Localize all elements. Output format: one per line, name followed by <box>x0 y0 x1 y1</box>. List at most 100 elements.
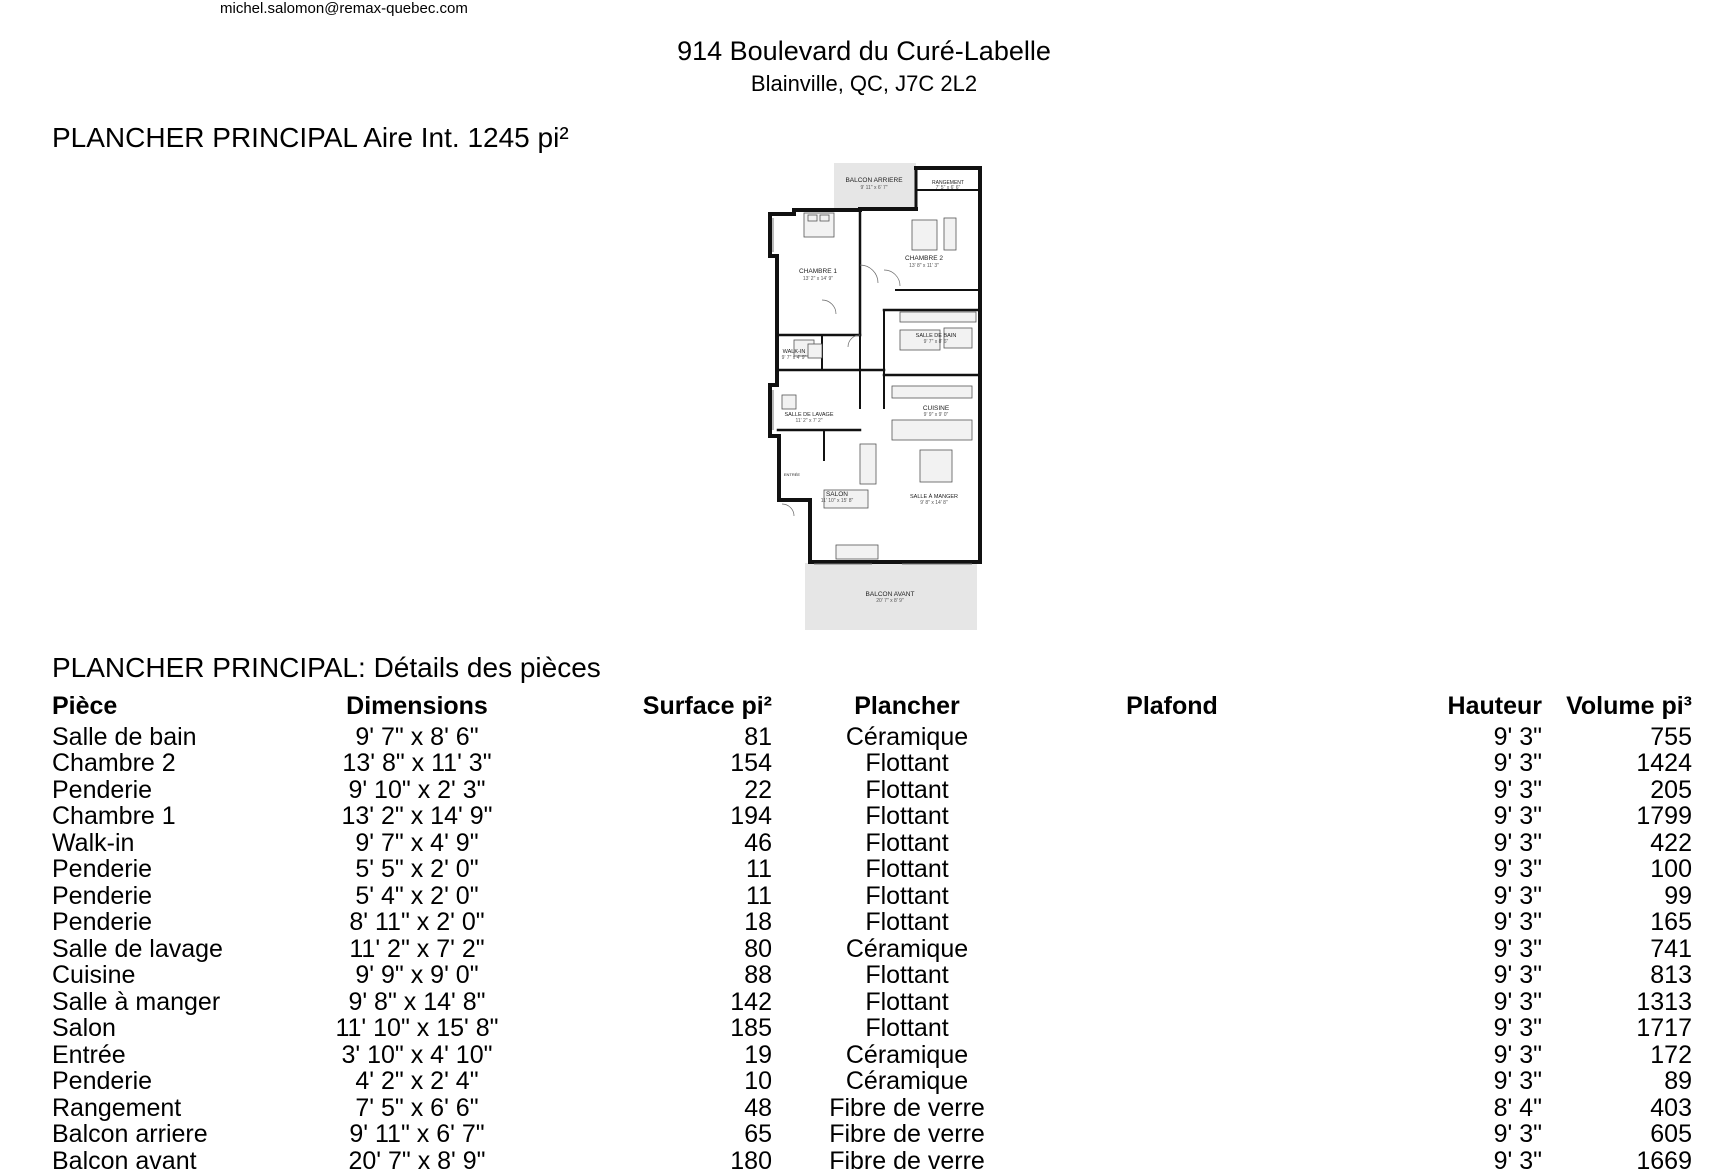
cell-hauteur: 9' 3" <box>1493 749 1542 777</box>
cell-volume: 205 <box>1650 775 1692 804</box>
cell-dimensions: 20' 7" x 8' 9" <box>348 1146 486 1175</box>
col-header-surface: Surface pi² <box>642 692 772 720</box>
plan-label-salle-de-lavage: SALLE DE LAVAGE <box>784 412 833 418</box>
cell-plafond <box>1042 724 1302 751</box>
cell-piece: Salle de lavage <box>52 934 223 963</box>
cell-plafond <box>1042 1095 1302 1122</box>
cell-surface: 22 <box>744 775 772 804</box>
cell-hauteur: 9' 3" <box>1493 881 1542 910</box>
cell-piece: Balcon avant <box>52 1146 197 1175</box>
cell-volume: 165 <box>1650 908 1692 936</box>
cell-volume: 1799 <box>1636 802 1692 830</box>
cell-volume: 1717 <box>1636 1014 1692 1042</box>
cell-plancher: Flottant <box>865 775 949 804</box>
cell-hauteur: 9' 3" <box>1493 1040 1542 1069</box>
col-header-hauteur: Hauteur <box>1447 692 1542 720</box>
cell-dimensions: 3' 10" x 4' 10" <box>341 1040 493 1069</box>
cell-hauteur: 9' 3" <box>1493 802 1542 830</box>
floor-area-heading: PLANCHER PRINCIPAL Aire Int. 1245 pi² <box>52 122 569 153</box>
col-header-piece: Pièce <box>52 692 118 720</box>
plan-label-salle-de-bain: SALLE DE BAIN <box>916 333 957 339</box>
cell-hauteur: 9' 3" <box>1493 934 1542 963</box>
plan-walls <box>768 166 982 564</box>
svg-text:9' 8" x 14' 8": 9' 8" x 14' 8" <box>920 500 948 506</box>
room-details-heading: PLANCHER PRINCIPAL: Détails des pièces <box>52 652 601 683</box>
cell-surface: 11 <box>746 855 772 883</box>
cell-plancher: Flottant <box>865 828 949 857</box>
cell-surface: 65 <box>744 1120 772 1148</box>
cell-plancher: Flottant <box>865 855 949 883</box>
cell-plafond <box>1042 1015 1302 1042</box>
svg-text:9' 7" x 8' 6": 9' 7" x 8' 6" <box>924 339 949 345</box>
cell-piece: Penderie <box>52 775 153 804</box>
cell-surface: 154 <box>730 749 772 777</box>
cell-plafond <box>1042 989 1302 1016</box>
cell-surface: 185 <box>730 1014 772 1042</box>
cell-plafond <box>1042 936 1302 963</box>
cell-plancher: Flottant <box>865 987 949 1016</box>
col-header-volume: Volume pi³ <box>1566 692 1692 720</box>
cell-volume: 741 <box>1650 934 1692 963</box>
cell-plafond <box>1042 750 1302 777</box>
cell-surface: 194 <box>730 802 772 830</box>
cell-surface: 46 <box>744 828 772 857</box>
cell-plafond <box>1042 1121 1302 1148</box>
cell-plancher: Flottant <box>865 908 949 936</box>
plan-balcon-avant <box>805 563 977 630</box>
plan-label-chambre2: CHAMBRE 2 <box>905 255 943 262</box>
svg-text:9' 11" x 6' 7": 9' 11" x 6' 7" <box>860 185 887 191</box>
table-header-row: Pièce Dimensions Surface pi² Plancher Pl… <box>52 693 1692 724</box>
cell-surface: 81 <box>744 722 772 751</box>
cell-surface: 48 <box>744 1093 772 1122</box>
cell-dimensions: 11' 2" x 7' 2" <box>349 934 485 963</box>
col-header-plafond: Plafond <box>1126 692 1218 720</box>
svg-text:9' 9" x 9' 0": 9' 9" x 9' 0" <box>924 412 949 418</box>
svg-text:11' 2" x 7' 2": 11' 2" x 7' 2" <box>795 418 822 424</box>
col-header-plancher: Plancher <box>854 692 960 720</box>
cell-hauteur: 9' 3" <box>1493 828 1542 857</box>
plan-label-entree: ENTRÉE <box>784 472 801 477</box>
cell-plafond <box>1042 909 1302 936</box>
cell-plafond <box>1042 883 1302 910</box>
cell-hauteur: 9' 3" <box>1493 1120 1542 1148</box>
cell-plancher: Céramique <box>845 1040 969 1069</box>
cell-piece: Penderie <box>52 1067 153 1095</box>
cell-hauteur: 9' 3" <box>1493 775 1542 804</box>
cell-plafond <box>1042 830 1302 857</box>
cell-volume: 1313 <box>1636 987 1692 1016</box>
plan-label-salle-a-manger: SALLE À MANGER <box>910 493 958 500</box>
cell-dimensions: 4' 2" x 2' 4" <box>355 1067 479 1095</box>
plan-label-balcon-arriere: BALCON ARRIERE <box>845 177 903 184</box>
cell-hauteur: 8' 4" <box>1493 1093 1542 1122</box>
cell-volume: 1424 <box>1636 749 1692 777</box>
agent-email: michel.salomon@remax-quebec.com <box>220 0 468 17</box>
cell-plancher: Flottant <box>865 749 949 777</box>
cell-dimensions: 8' 11" x 2' 0" <box>349 908 485 936</box>
cell-dimensions: 9' 11" x 6' 7" <box>349 1120 485 1148</box>
svg-text:13' 8" x 11' 3": 13' 8" x 11' 3" <box>909 263 939 269</box>
cell-plafond <box>1042 856 1302 883</box>
cell-volume: 755 <box>1650 722 1692 751</box>
cell-surface: 142 <box>730 987 772 1016</box>
cell-surface: 88 <box>744 961 772 989</box>
cell-plancher: Flottant <box>865 802 949 830</box>
svg-text:11' 10" x 15' 8": 11' 10" x 15' 8" <box>821 498 854 504</box>
col-header-dimensions: Dimensions <box>346 692 488 720</box>
cell-dimensions: 5' 5" x 2' 0" <box>355 855 479 883</box>
cell-piece: Cuisine <box>52 961 136 989</box>
cell-piece: Balcon arriere <box>52 1120 208 1148</box>
cell-dimensions: 13' 2" x 14' 9" <box>341 802 493 830</box>
plan-label-salon: SALON <box>826 491 848 498</box>
